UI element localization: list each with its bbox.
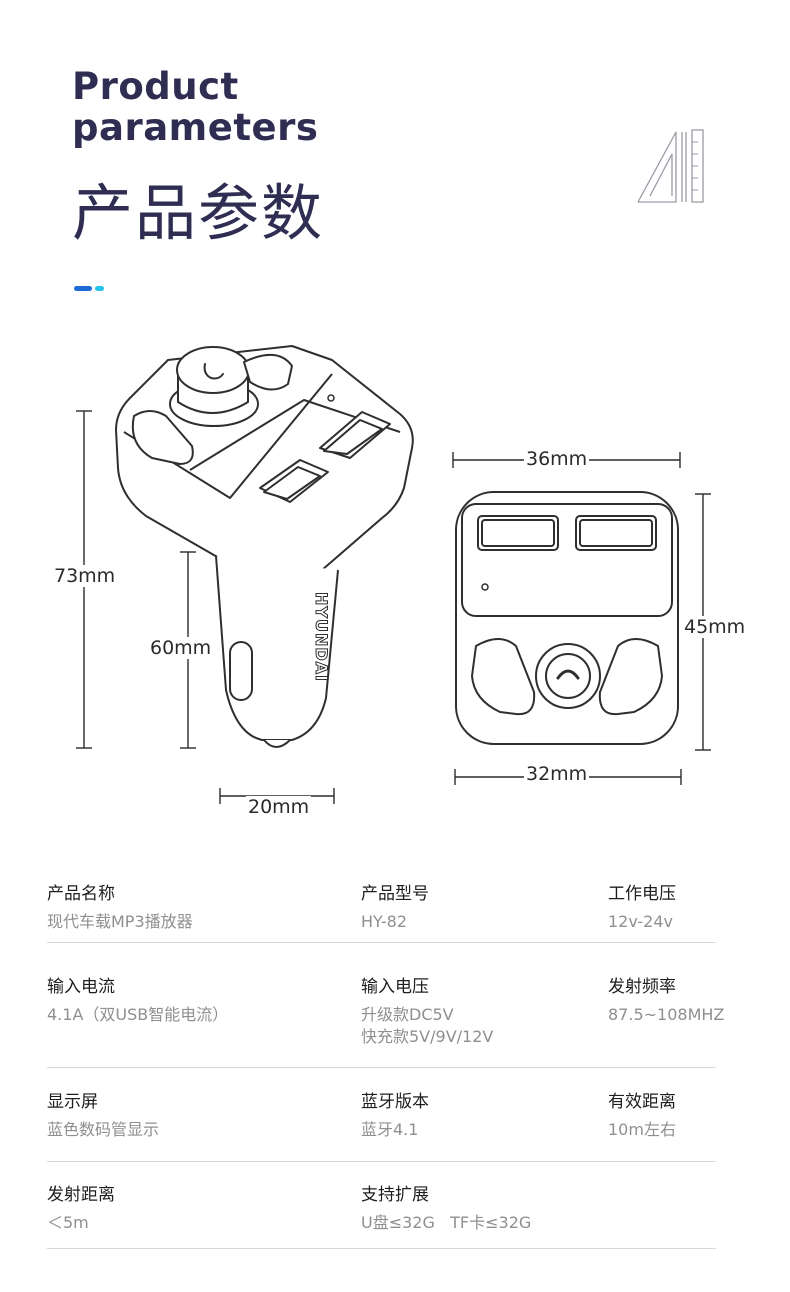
usb-port-inner	[579, 519, 653, 547]
front-view-display	[461, 503, 673, 617]
brand-text: HYUNDAI	[312, 592, 331, 682]
title-english-line2: parameters	[72, 106, 319, 149]
param-value: HY-82	[361, 912, 408, 931]
plug-tip	[263, 739, 291, 748]
param-value: ＜5m	[47, 1213, 89, 1232]
param-value: 升级款DC5V	[361, 1005, 454, 1024]
param-label: 产品型号	[361, 884, 429, 904]
param-label: 工作电压	[608, 884, 676, 904]
param-value: 10m左右	[608, 1120, 676, 1139]
param-bluetooth-version: 蓝牙版本 蓝牙4.1	[361, 1091, 429, 1141]
param-value: 蓝牙4.1	[361, 1120, 419, 1139]
param-label: 输入电压	[361, 977, 429, 997]
param-effective-range: 有效距离 10m左右	[608, 1091, 676, 1141]
param-working-voltage: 工作电压 12v-24v	[608, 883, 676, 933]
param-label: 发射距离	[47, 1185, 115, 1205]
dim-total-height: 73mm	[52, 565, 118, 587]
usb-port-inner	[263, 466, 321, 500]
row-divider	[47, 1248, 716, 1249]
param-label: 显示屏	[47, 1092, 98, 1112]
row-divider	[47, 1161, 716, 1162]
dim-plug-height: 60mm	[148, 637, 214, 659]
param-input-voltage: 输入电压 升级款DC5V 快充款5V/9V/12V	[361, 976, 493, 1048]
param-label: 蓝牙版本	[361, 1092, 429, 1112]
accent-bar-blue	[74, 286, 92, 291]
title-chinese: 产品参数	[72, 178, 325, 249]
charger-side-button-2	[243, 354, 293, 391]
charger-side-button	[131, 410, 194, 465]
dim-front-height: 45mm	[682, 616, 748, 638]
param-product-name: 产品名称 现代车载MP3播放器	[47, 883, 193, 933]
accent-bar-cyan	[95, 286, 104, 291]
front-side-button-right	[598, 638, 663, 716]
param-value: 4.1A（双USB智能电流）	[47, 1005, 229, 1024]
param-transmit-frequency: 发射频率 87.5~108MHZ	[608, 976, 724, 1026]
param-input-current: 输入电流 4.1A（双USB智能电流）	[47, 976, 228, 1026]
param-model: 产品型号 HY-82	[361, 883, 429, 933]
phone-icon	[203, 363, 224, 380]
usb-port-icon	[575, 515, 657, 551]
row-divider	[47, 1067, 716, 1068]
front-knob-inner	[545, 653, 591, 699]
usb-port-icon	[477, 515, 559, 551]
dim-plug-width: 20mm	[246, 796, 312, 818]
param-display: 显示屏 蓝色数码管显示	[47, 1091, 159, 1141]
product-diagram: HYUNDAI 73mm 60mm 20mm 36mm 45mm 32mm	[0, 320, 790, 845]
status-led	[481, 583, 489, 591]
dim-top-width: 36mm	[524, 448, 590, 470]
param-value: U盘≤32G TF卡≤32G	[361, 1213, 532, 1232]
title-english-line1: Product	[72, 65, 239, 108]
knob-top	[176, 346, 250, 394]
param-expansion-support: 支持扩展 U盘≤32G TF卡≤32G	[361, 1184, 531, 1234]
param-label: 支持扩展	[361, 1185, 429, 1205]
param-value: 87.5~108MHZ	[608, 1005, 725, 1024]
logo-mark-icon	[637, 129, 704, 203]
param-value: 蓝色数码管显示	[47, 1120, 160, 1139]
row-divider	[47, 942, 716, 943]
status-led	[327, 394, 335, 402]
product-drawing: HYUNDAI	[76, 345, 711, 804]
front-side-button-left	[471, 638, 536, 716]
param-value: 12v-24v	[608, 912, 673, 931]
param-value-2: 快充款5V/9V/12V	[361, 1027, 494, 1046]
plug-side-contact	[229, 641, 253, 701]
dim-bottom-width: 32mm	[524, 763, 590, 785]
usb-port-inner	[481, 519, 555, 547]
phone-icon	[556, 669, 580, 680]
param-transmit-distance: 发射距离 ＜5m	[47, 1184, 115, 1234]
param-value: 现代车载MP3播放器	[47, 912, 193, 931]
usb-port-inner	[323, 419, 383, 455]
param-label: 发射频率	[608, 977, 676, 997]
param-label: 输入电流	[47, 977, 115, 997]
param-label: 产品名称	[47, 884, 115, 904]
param-label: 有效距离	[608, 1092, 676, 1112]
title-english: Product parameters	[72, 66, 318, 148]
